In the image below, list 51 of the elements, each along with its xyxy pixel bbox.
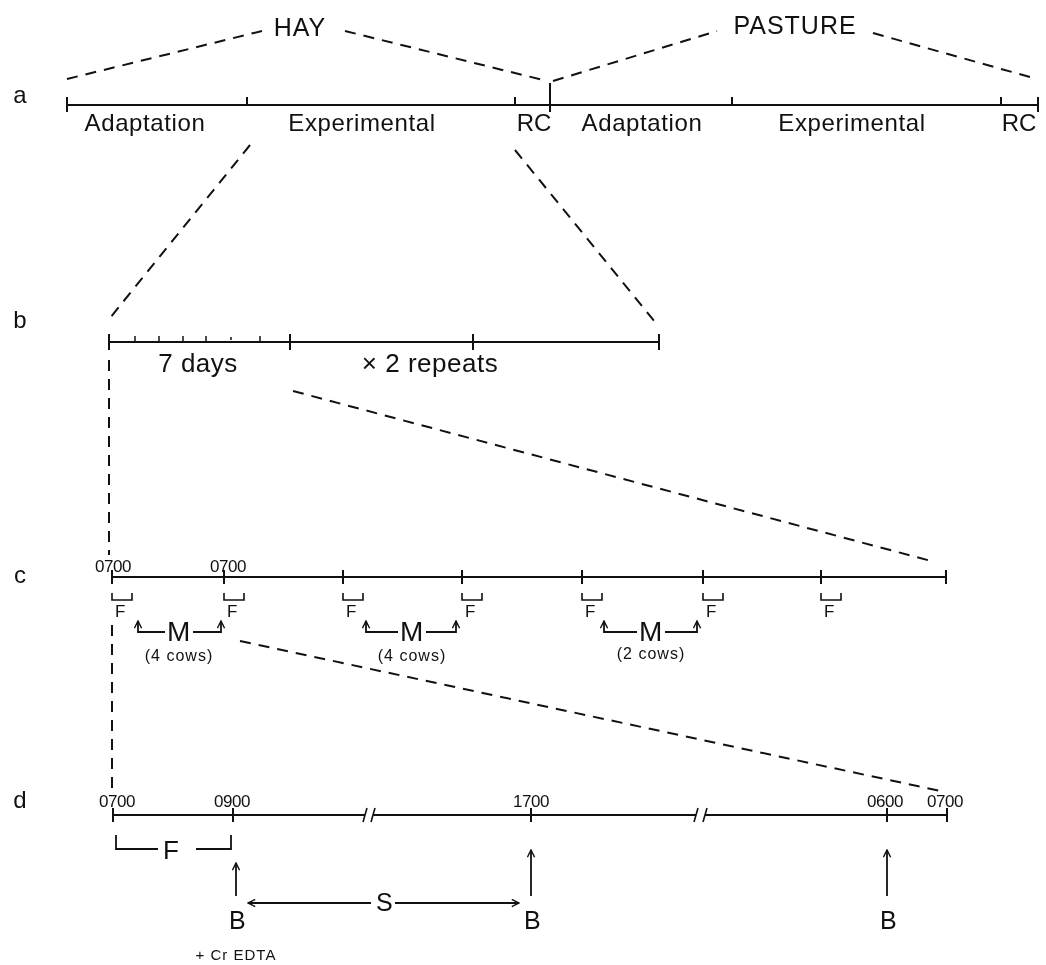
period-label: Experimental [778, 111, 926, 135]
duration-label: × 2 repeats [361, 350, 499, 376]
duration-label: 7 days [158, 350, 238, 376]
arrow [361, 620, 399, 633]
arrow [425, 620, 461, 633]
time-label: 0700 [95, 557, 131, 575]
letter-label: F [821, 603, 849, 621]
period-label: Adaptation [581, 111, 703, 135]
period-label: Experimental [288, 111, 436, 135]
arrow [599, 620, 638, 633]
note-label: (2 cows) [616, 646, 686, 662]
note-label: (4 cows) [144, 648, 214, 664]
letter-label: F [112, 603, 140, 621]
letter-label: F [454, 603, 482, 621]
row-letter: b [13, 308, 27, 332]
arrow [231, 862, 241, 897]
letter-label: B [224, 896, 248, 936]
letter-label: F [216, 603, 244, 621]
time-label: 0700 [210, 557, 246, 575]
diet-label: PASTURE [733, 12, 857, 38]
arrow [247, 898, 372, 908]
diet-label: HAY [273, 14, 327, 40]
letter-label: F [582, 603, 610, 621]
arrow [192, 620, 226, 633]
arrow [133, 620, 166, 633]
letter-label: F [695, 603, 723, 621]
letter-label: F [343, 603, 371, 621]
arrow [664, 620, 702, 633]
note-label: (4 cows) [377, 648, 447, 664]
row-letter: c [14, 563, 26, 587]
letter-label: M [165, 618, 193, 646]
bracket-label: F [115, 835, 241, 863]
letter-label: S [371, 888, 395, 916]
row-letter: d [13, 788, 27, 812]
period-label: RC [1001, 111, 1037, 135]
time-label: 1700 [513, 792, 549, 810]
arrow [394, 898, 520, 908]
period-label: Adaptation [84, 111, 206, 135]
letter-label: M [637, 618, 665, 646]
letter-label: B [519, 896, 543, 936]
time-label: 0700 [99, 792, 135, 810]
arrow [526, 849, 536, 897]
time-label: 0900 [214, 792, 250, 810]
letter-label: M [398, 618, 426, 646]
period-label: RC [516, 111, 552, 135]
time-label: 0700 [927, 792, 963, 810]
note-label: + Cr EDTA [195, 946, 277, 962]
row-letter: a [13, 83, 27, 107]
letter-label: B [875, 896, 899, 936]
arrow [882, 849, 892, 897]
time-label: 0600 [867, 792, 903, 810]
